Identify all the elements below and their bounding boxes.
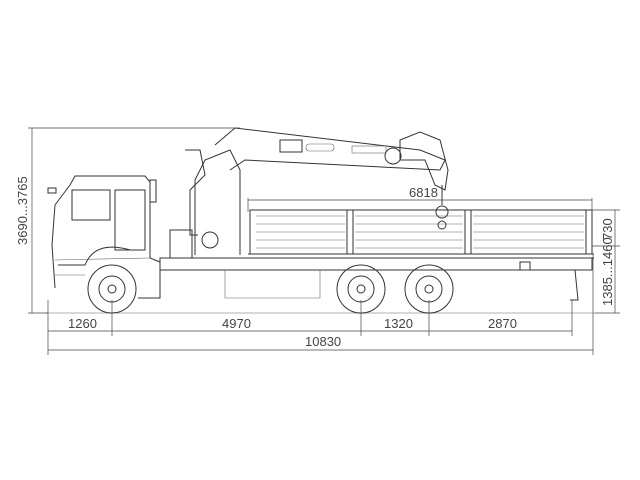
logo-model [351,145,387,154]
dim-floor-height: 1385...1460 [600,237,615,306]
dim-platform-length: 6818 [409,185,438,200]
dim-front-overhang: 1260 [68,316,97,331]
cargo-platform [248,209,594,259]
dim-overall-height: 3690...3765 [15,176,30,245]
logo-palfinger [305,143,335,152]
cab [47,175,161,299]
dim-rear-overhang: 2870 [488,316,517,331]
hook [437,220,447,230]
chassis [159,229,593,301]
hook-block [435,205,449,219]
dim-bogie: 1320 [384,316,413,331]
dimension-lines [28,127,620,355]
dim-wheelbase: 4970 [222,316,251,331]
dim-side-height: 730 [600,218,615,240]
crane-emblem [279,139,303,153]
dim-overall-length: 10830 [305,334,341,349]
